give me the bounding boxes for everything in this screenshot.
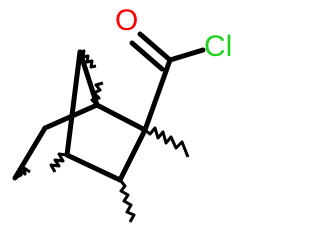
molecule-diagram: O Cl: [12, 4, 232, 223]
wavy-bond-c2-methyl: [144, 126, 190, 158]
structure-canvas: O Cl: [12, 4, 232, 223]
wavy-bond-c3-methyl: [118, 179, 136, 223]
bond-c4-c3: [64, 152, 123, 183]
bond-c7-c4: [64, 49, 83, 158]
wavy-bond-c6-c5-detail: [14, 166, 31, 180]
wavy-bond-c4-left: [49, 152, 68, 173]
bond-c1-c2: [94, 102, 148, 133]
bond-c1-c7: [77, 49, 100, 108]
single-bonds: [12, 49, 173, 183]
bond-c1-c6: [42, 102, 100, 131]
chlorine-label: Cl: [204, 30, 232, 63]
bond-c2-carbonyl: [142, 57, 173, 133]
oxygen-label: O: [115, 4, 138, 37]
bond-carbonyl-chlorine: [167, 47, 206, 63]
wavy-bond-c7-top: [79, 49, 97, 69]
wavy-bond-c1-upper: [90, 81, 104, 107]
bond-c2-c3: [117, 127, 148, 183]
carbonyl-double-bond: [129, 31, 173, 72]
wavy-bonds: [14, 49, 190, 223]
